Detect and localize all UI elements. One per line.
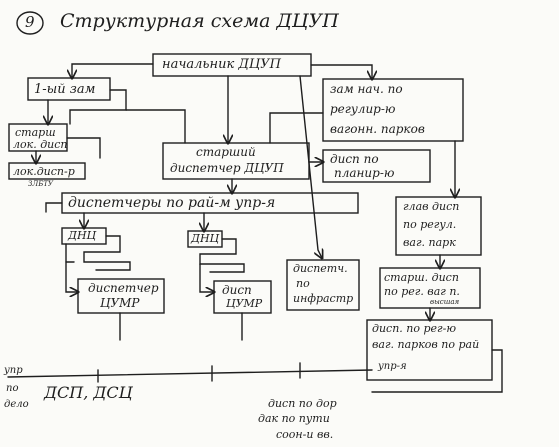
head-label: начальник ДЦУП [162,57,281,72]
bottom-side-label-3: дело [4,399,29,410]
deputy-label-3: вагонн. парков [330,122,425,136]
line-seniorloc-right [66,137,101,159]
page-title: Структурная схема ДЦУП [60,10,339,32]
cump-disp-label-2: ЦУМР [100,296,140,310]
infra-disp-label-1: диспетч. [293,262,348,275]
chief-regulation-label-1: глав дисп [403,200,460,213]
first-deputy-label: 1-ый зам [34,82,96,97]
line-deputy-senior [269,112,324,144]
chief-regulation-label-3: ваг. парк [403,236,456,249]
loc-disp-small: ЗЛБТУ [28,180,54,188]
district-dispatchers-label: диспетчеры по рай-м упр-я [68,195,276,211]
infra-disp-label-2: по [296,277,310,290]
dnc-middle-label: ДНЦ [191,232,220,245]
line-head-deputy [310,64,372,79]
infra-disp-label-3: инфрастр [293,292,354,305]
senior-regulation-small: высшая [430,298,460,306]
cump-disp2-label-1: дисп [222,283,252,297]
box-deputy-regulation [322,78,464,142]
bottom-note-3: соон-и вв. [276,428,334,441]
senior-loc-label-1: старш [15,126,56,139]
bottom-dsp-label: ДСП, ДСЦ [44,383,133,402]
deputy-label-1: зам нач. по [330,82,403,96]
line-dncmid-stack [199,238,245,273]
bottom-note-1: дисп по дор [268,397,337,410]
regulation-disp-label-2: ваг. парков по рай [372,338,480,351]
line-regulation-stack [371,349,503,393]
dnc-left-label: ДНЦ [68,229,97,242]
line-dncmid-cump [199,263,214,292]
senior-regulation-label-2: по рег. ваг п. [384,285,460,298]
section-number: 9 [25,13,35,31]
regulation-disp-label-1: дисп. по рег-ю [372,322,457,335]
box-chief-regulation [395,196,482,256]
chief-regulation-label-2: по регул. [403,218,457,231]
deputy-label-2: регулир-ю [330,102,396,116]
plan-disp-label-1: дисп по [330,152,379,166]
loc-disp-label: лок.дисп-р [13,165,75,178]
bottom-side-label-2: по [6,383,19,394]
line-head-firstdeputy [72,63,154,78]
number-circle [16,11,44,35]
line-firstdeputy-right [125,109,186,144]
senior-dispatcher-label-2: диспетчер ДЦУП [170,161,284,175]
bottom-side-label-1: упр [4,365,23,376]
regulation-disp-label-3: упр-я [378,361,407,372]
line-dncleft-stack [83,235,131,271]
bottom-note-2: дак по пути [258,412,330,425]
line-dncleft-cump [65,243,78,292]
bottom-line [7,369,373,378]
cump-disp2-label-2: ЦУМР [226,297,263,310]
line-head-infra [299,75,322,258]
box-loc-disp [8,162,86,180]
senior-regulation-label-1: старш. дисп [384,271,459,284]
plan-disp-label-2: планир-ю [334,166,395,180]
line-district-leftstub [45,202,63,213]
cump-disp-label-1: диспетчер [88,281,159,295]
senior-dispatcher-label-1: старший [196,145,256,159]
senior-loc-label-2: лок. дисп [13,138,68,151]
